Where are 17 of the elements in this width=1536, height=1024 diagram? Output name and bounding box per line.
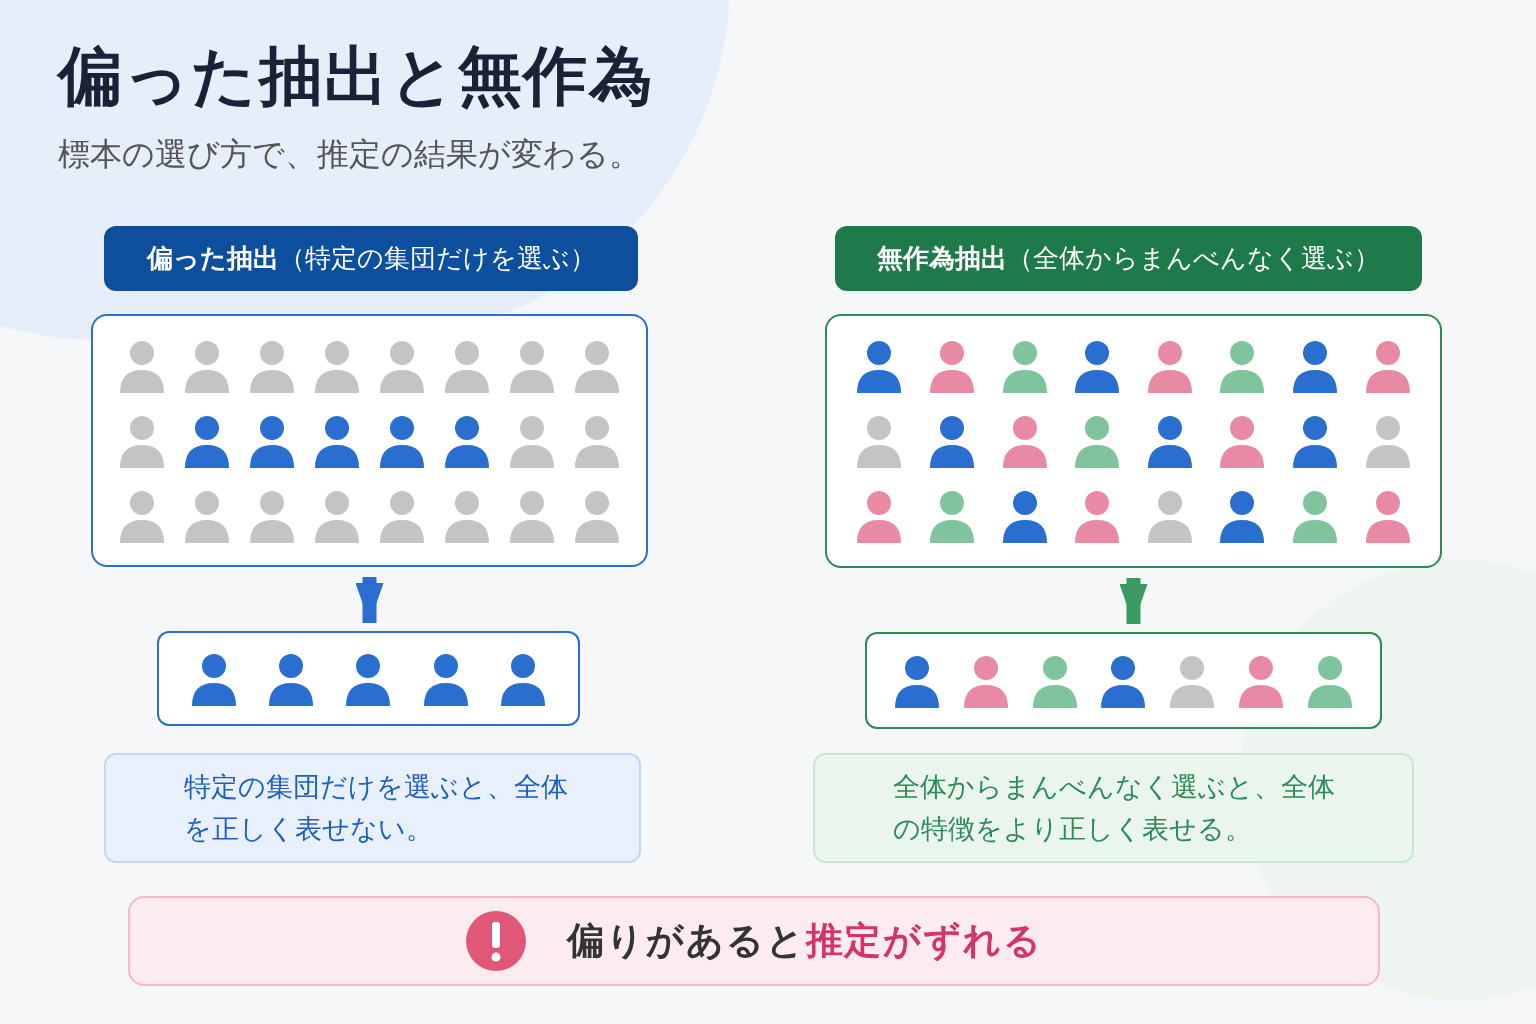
note-card: [813, 753, 1414, 863]
banner-text: 偏りがあると: [567, 918, 806, 965]
conclusion-banner: [128, 896, 1380, 986]
section-header: 無作為抽出（全体からまんべんなく選ぶ）: [835, 226, 1422, 291]
title: 偏った抽出と無作為: [58, 38, 655, 115]
population-panel: [157, 631, 580, 726]
down-arrow: [1119, 578, 1148, 624]
population-panel: [825, 314, 1442, 568]
subtitle: 標本の選び方で、推定の結果が変わる。: [58, 134, 641, 175]
note-card: [104, 753, 641, 863]
note-text: 特定の集団だけを選ぶと、全体を正しく表せない。: [184, 770, 569, 846]
population-panel: [91, 314, 648, 567]
population-panel: [865, 632, 1382, 729]
section-header: 偏った抽出（特定の集団だけを選ぶ）: [104, 226, 638, 291]
down-arrow: [355, 577, 384, 623]
note-text: 全体からまんべんなく選ぶと、全体の特徴をより正しく表せる。: [893, 770, 1336, 846]
banner-highlight: 推定がずれる: [805, 918, 1043, 965]
